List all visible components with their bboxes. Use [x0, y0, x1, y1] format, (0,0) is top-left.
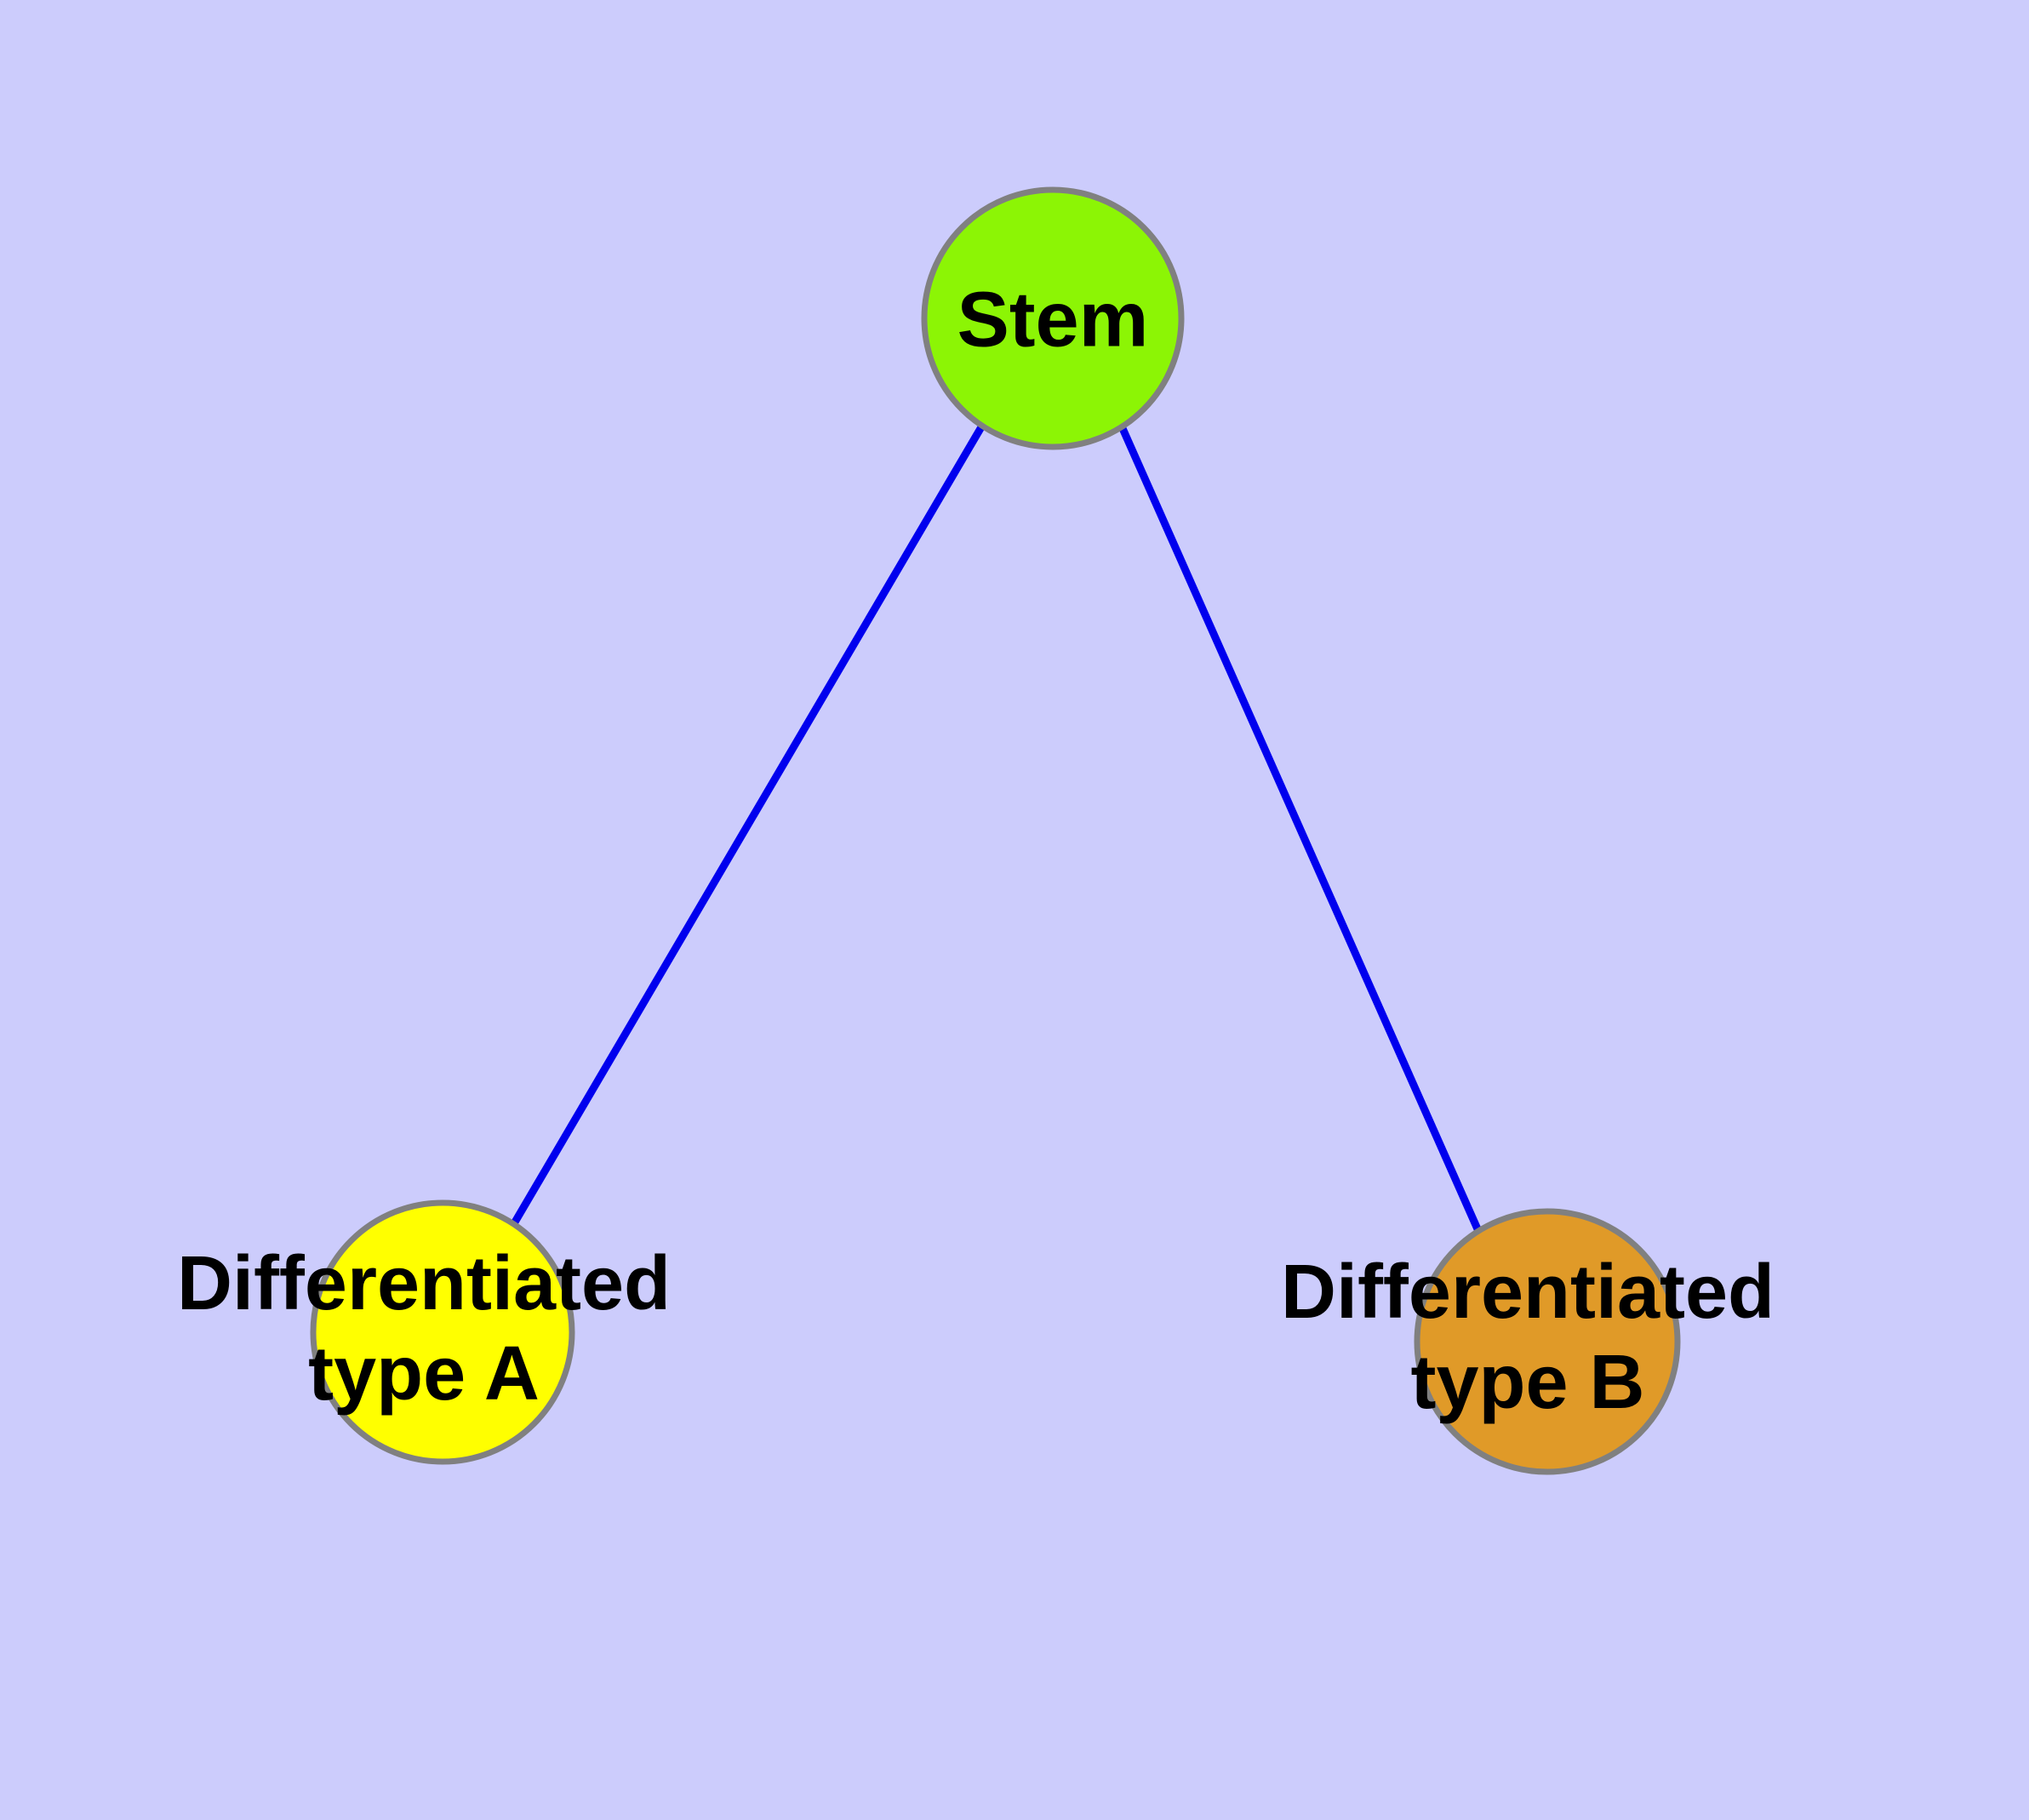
node-type-b-label-line2: type B: [1410, 1340, 1644, 1425]
node-type-a[interactable]: [310, 1199, 575, 1465]
node-type-a-label-line1: Differentiated: [177, 1241, 671, 1326]
node-type-b[interactable]: [1414, 1208, 1681, 1475]
node-stem-label: Stem: [957, 276, 1149, 363]
node-stem[interactable]: Stem: [921, 186, 1185, 450]
edge-group: [510, 423, 1483, 1233]
node-stem-circle[interactable]: [921, 186, 1185, 450]
node-type-b-label-line1: Differentiated: [1281, 1250, 1775, 1335]
node-type-b-circle[interactable]: [1414, 1208, 1681, 1475]
node-type-a-circle[interactable]: [310, 1199, 575, 1465]
node-type-a-label-line2: type A: [308, 1331, 540, 1417]
edge-stem-to-type-b[interactable]: [1117, 425, 1483, 1233]
edge-stem-to-type-a[interactable]: [510, 423, 986, 1228]
node-label-group: Differentiated type A Differentiated typ…: [177, 1241, 1775, 1425]
